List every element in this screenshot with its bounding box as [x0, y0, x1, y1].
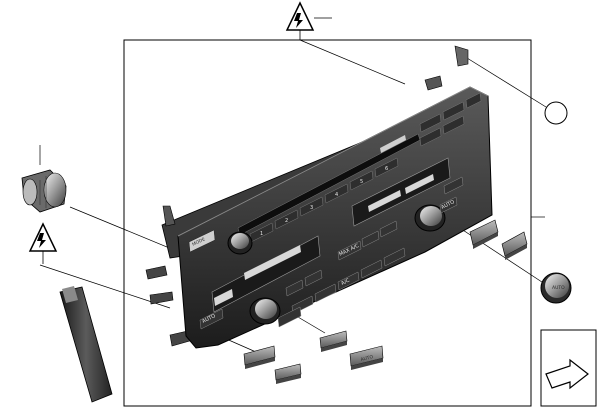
preset-key-2[interactable]: [274, 209, 299, 230]
mode-key[interactable]: [188, 229, 216, 253]
climate-key[interactable]: [360, 259, 383, 279]
loose-button-2: [243, 345, 276, 369]
callout-circle: [544, 101, 568, 125]
media-key[interactable]: [465, 92, 482, 109]
mode-key-label: MODE: [191, 236, 206, 247]
climate-key[interactable]: [383, 247, 406, 267]
auto-right-key-label: AUTO: [440, 199, 455, 211]
auto-knob-part: AUTO: [540, 272, 572, 304]
electrostatic-warning-icon-top: [285, 1, 332, 40]
media-key[interactable]: [442, 101, 465, 121]
media-key[interactable]: [442, 115, 465, 135]
preset-key-2-label: 2: [285, 218, 288, 224]
loose-button-auto: AUTO: [349, 345, 384, 370]
right-display-window: [351, 157, 451, 227]
preset-key-1-label: 1: [260, 231, 263, 237]
orientation-arrow-icon: [540, 329, 597, 407]
media-keys: [419, 92, 482, 147]
preset-key-4-label: 4: [335, 192, 338, 198]
ac-key[interactable]: [337, 271, 360, 291]
climate-key[interactable]: [314, 283, 337, 303]
climate-key[interactable]: [443, 176, 464, 195]
max-ac-key[interactable]: [337, 240, 362, 261]
climate-keys: MAX A/C A/C: [285, 220, 406, 315]
left-temperature-knob[interactable]: [249, 297, 281, 325]
climate-key[interactable]: [379, 220, 398, 238]
preset-key-5[interactable]: [349, 170, 374, 191]
loose-button-right-2: [501, 231, 528, 260]
loose-button-1: [319, 330, 348, 352]
preset-key-6[interactable]: [374, 157, 399, 178]
preset-key-3[interactable]: [299, 196, 324, 217]
preset-keys: 1 2 3 4 5 6: [249, 157, 399, 243]
trim-strip-part: [59, 286, 113, 403]
loose-button-3: [274, 363, 302, 384]
assembly-frame: [123, 39, 532, 407]
climate-key[interactable]: [304, 269, 323, 287]
loose-button-auto-label: AUTO: [360, 354, 374, 363]
audio-climate-control-panel: MODE 1 2 3 4 5 6: [145, 45, 493, 349]
electrostatic-warning-icon-left: [28, 222, 58, 264]
preset-key-3-label: 3: [310, 205, 313, 211]
auto-right-key[interactable]: [439, 196, 458, 214]
climate-key[interactable]: [285, 279, 304, 297]
climate-key[interactable]: [277, 306, 302, 328]
auto-left-key[interactable]: [199, 308, 224, 330]
media-key[interactable]: [419, 113, 442, 133]
preset-key-4[interactable]: [324, 183, 349, 204]
preset-key-5-label: 5: [360, 179, 363, 185]
preset-key-6-label: 6: [385, 166, 388, 172]
loose-button-right-1: [469, 219, 499, 249]
ac-key-label: A/C: [340, 277, 351, 286]
climate-key[interactable]: [361, 230, 380, 248]
auto-left-key-label: AUTO: [201, 313, 216, 325]
auto-knob-part-label: AUTO: [552, 285, 565, 291]
volume-knob[interactable]: [227, 231, 253, 255]
rotary-knob-part: [21, 169, 67, 213]
right-temperature-knob[interactable]: [414, 204, 446, 232]
media-key[interactable]: [419, 127, 442, 147]
